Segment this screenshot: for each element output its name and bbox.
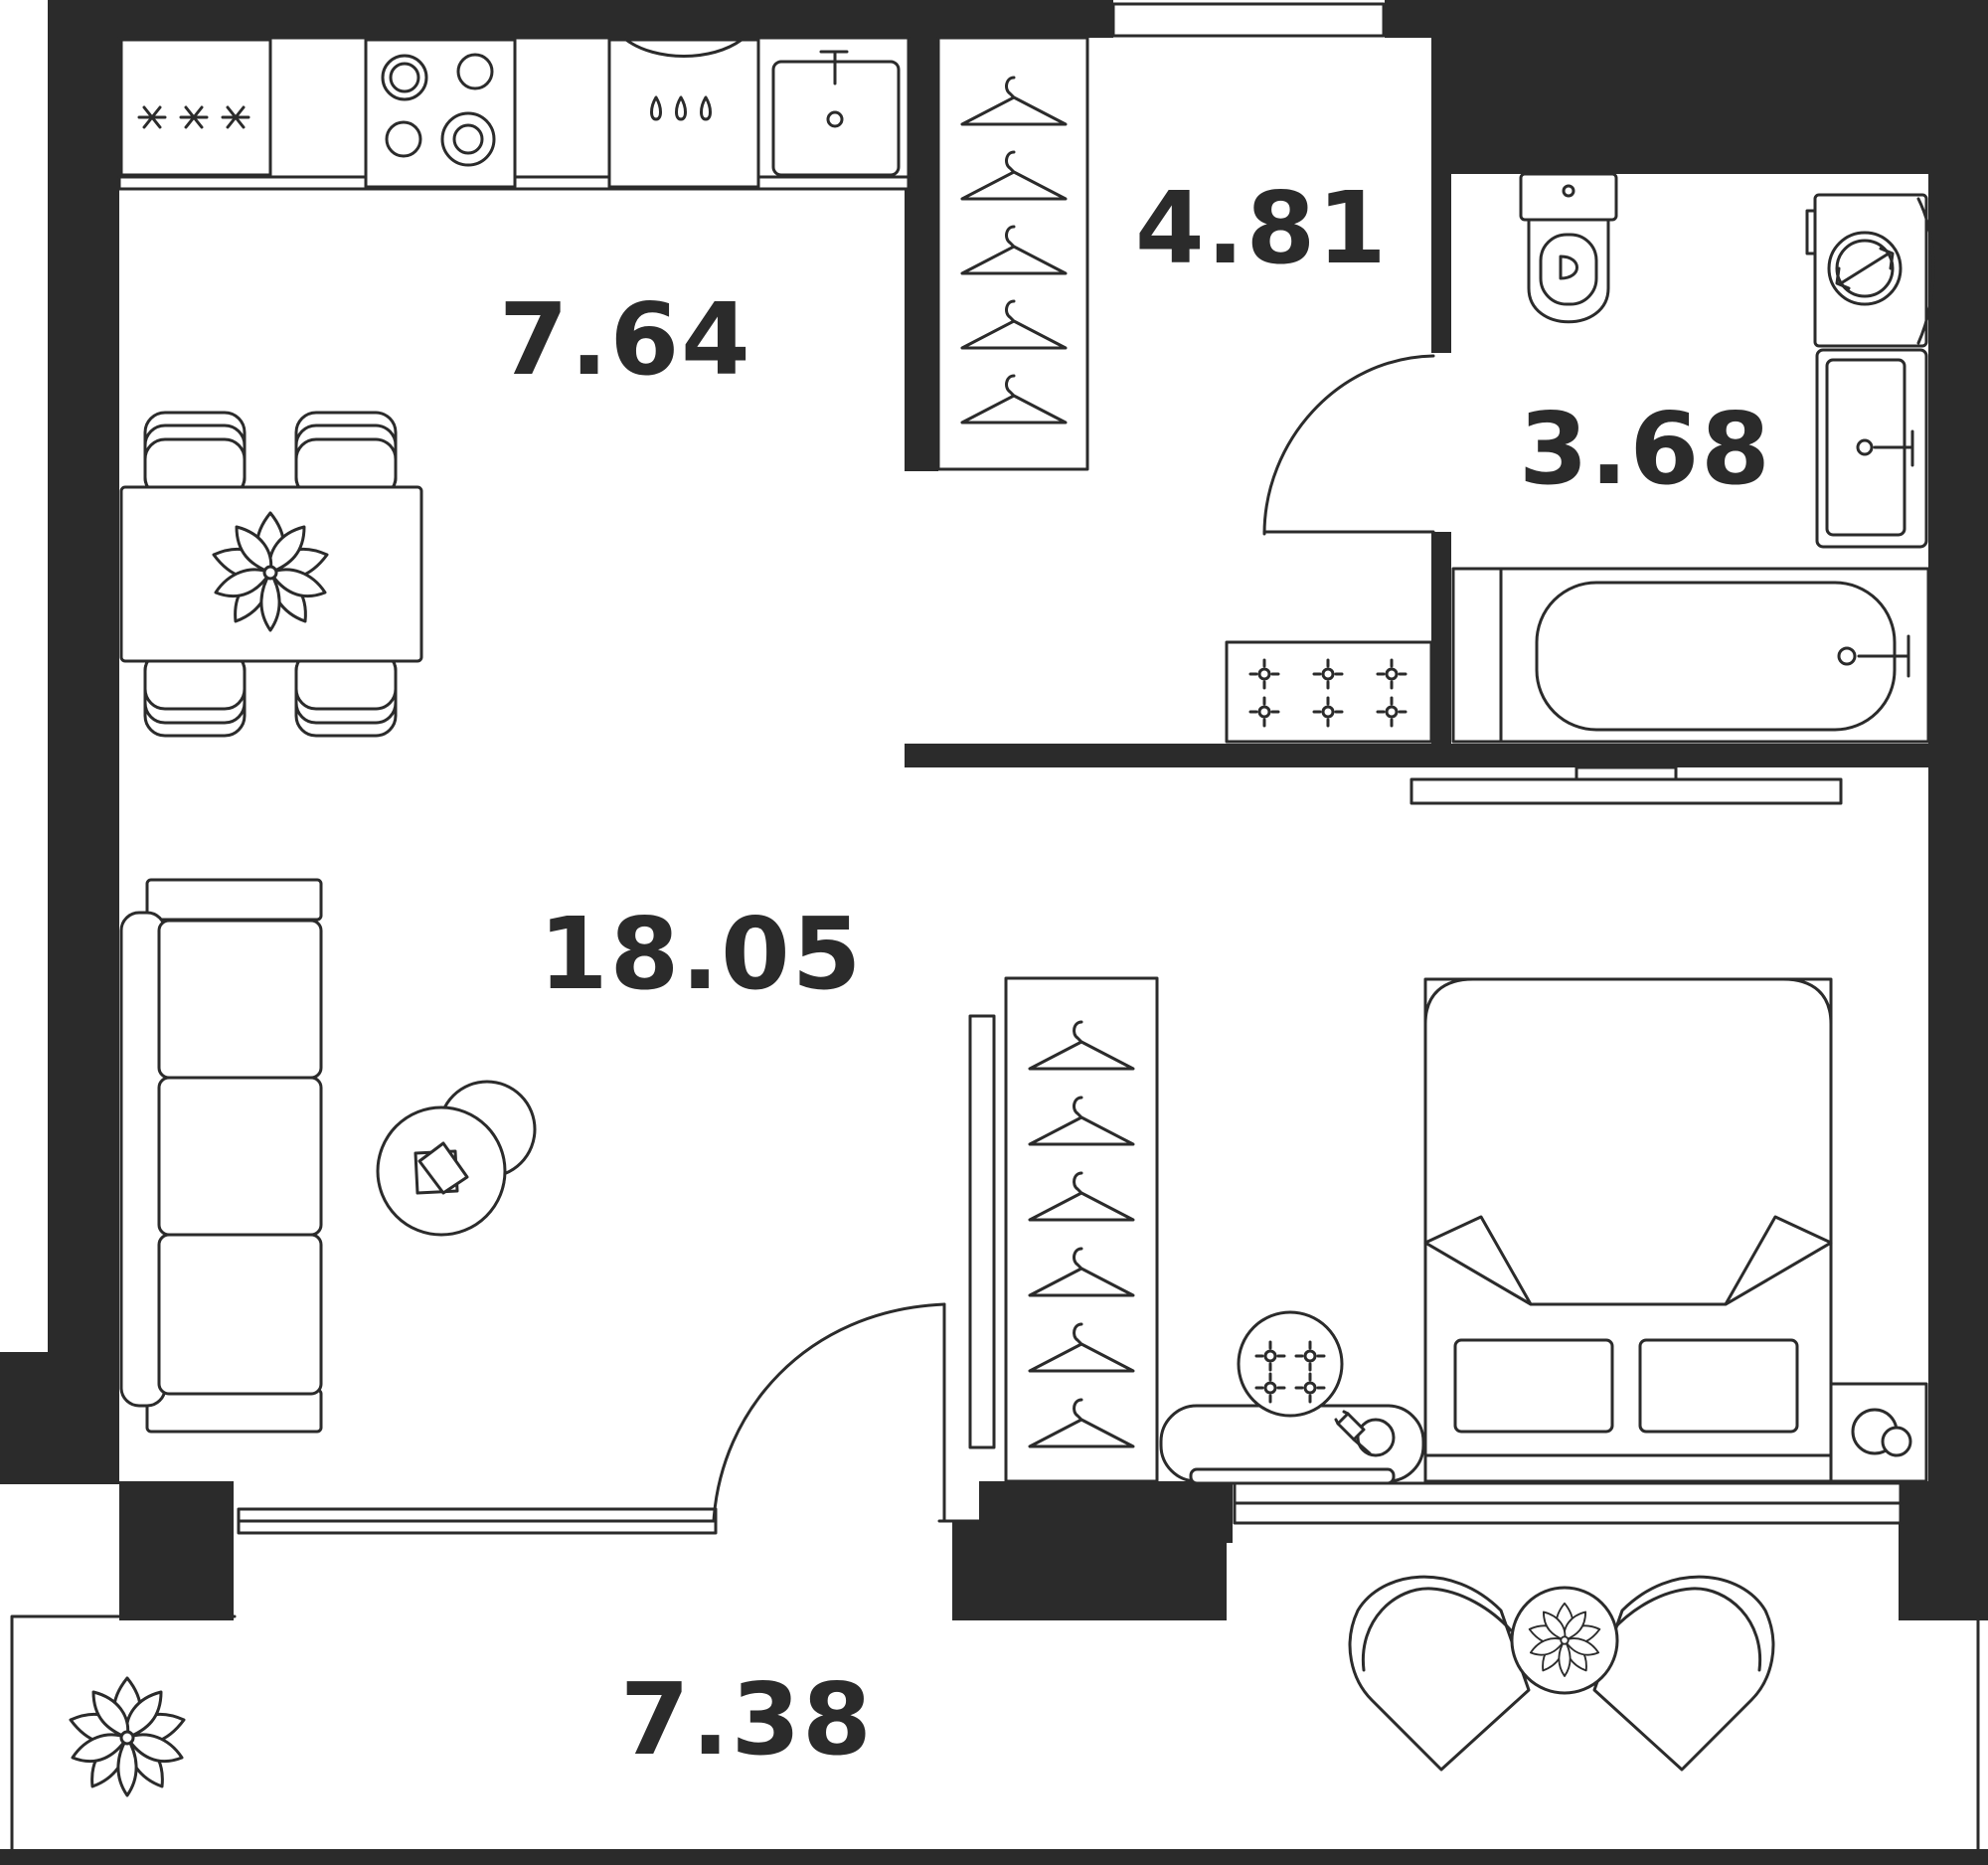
toilet-icon [1519, 172, 1618, 324]
fridge-icon [119, 38, 272, 177]
kitchen-area-label: 7.64 [499, 281, 752, 398]
nightstand-icon [1829, 1382, 1928, 1483]
bathroom-door [1262, 354, 1435, 536]
hallway-area-label: 4.81 [1135, 170, 1389, 286]
shoe-rack-icon [1225, 640, 1433, 744]
plant-pot-icon [1237, 1310, 1344, 1418]
chair [143, 649, 247, 738]
dishwasher-icon [607, 38, 760, 189]
living-room-area-label: 18.05 [539, 896, 864, 1012]
balcony-area-label: 7.38 [620, 1661, 874, 1778]
window-balcony-right [1233, 1481, 1903, 1525]
wardrobe-icon [936, 36, 1089, 471]
sofa-icon [119, 878, 323, 1434]
bathtub-icon [1451, 567, 1930, 744]
armchair-icon [1592, 1575, 1775, 1772]
window-balcony-left [237, 1507, 718, 1535]
kitchen-sink-icon [771, 50, 901, 177]
chair [294, 411, 398, 499]
lamp-icon [1334, 1410, 1396, 1457]
double-bed-icon [1423, 977, 1833, 1483]
wardrobe-icon [968, 976, 1159, 1483]
bathroom-sink-icon [1815, 348, 1928, 549]
bathroom-area-label: 3.68 [1519, 391, 1772, 507]
washing-machine-icon [1805, 193, 1935, 348]
flower-icon [69, 1676, 186, 1797]
stove-icon [364, 38, 517, 189]
chair [294, 649, 398, 738]
coffee-table-icon [376, 1080, 537, 1237]
chair [143, 411, 247, 499]
armchair-icon [1348, 1575, 1531, 1772]
balcony-outline [10, 1614, 1980, 1855]
tv-icon [1409, 765, 1843, 805]
entrance-door [712, 1302, 981, 1523]
round-table-icon [1510, 1586, 1619, 1695]
window-top [1111, 2, 1386, 38]
